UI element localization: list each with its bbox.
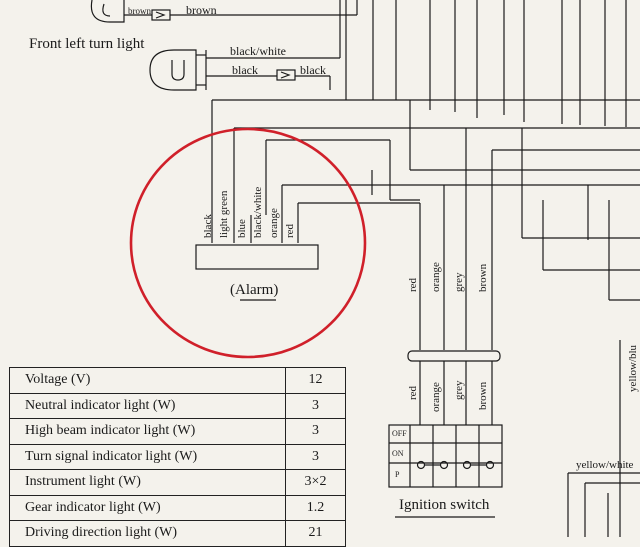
ignition-wire-label-lower: brown — [477, 381, 489, 410]
spec-name: Neutral indicator light (W) — [9, 392, 286, 419]
alarm-wire-label: orange — [268, 208, 280, 238]
alarm-wire-label: red — [284, 223, 296, 238]
black-white-label: black/white — [230, 44, 286, 58]
alarm-label: (Alarm) — [230, 282, 279, 298]
spec-value: 12 — [285, 367, 346, 394]
spec-row: Voltage (V)12 — [9, 367, 346, 394]
switch-position-p: P — [395, 470, 400, 479]
spec-value: 3×2 — [285, 469, 346, 496]
front-left-turn-light-label: Front left turn light — [29, 36, 145, 52]
front-left-bulb-icon — [149, 49, 207, 91]
spec-name: High beam indicator light (W) — [9, 418, 286, 445]
spec-value: 3 — [285, 443, 346, 470]
ignition-wire-label-lower: grey — [453, 380, 465, 400]
black-left-label: black — [232, 63, 258, 77]
highlight-circle — [129, 127, 367, 359]
spec-value: 3 — [285, 418, 346, 445]
ignition-switch-grid — [388, 424, 503, 518]
brown-small-label: brown — [128, 6, 151, 16]
spec-row: Driving direction light (W)21 — [9, 520, 346, 547]
alarm-wire-label: light green — [218, 190, 230, 238]
ignition-wire-label-lower: red — [407, 385, 419, 400]
spec-value: 1.2 — [285, 494, 346, 521]
spec-row: High beam indicator light (W)3 — [9, 418, 346, 445]
alarm-wire-label: blue — [236, 219, 248, 238]
spec-row: Instrument light (W)3×2 — [9, 469, 346, 496]
spec-name: Instrument light (W) — [9, 469, 286, 496]
ignition-wire-label-upper: grey — [453, 272, 465, 292]
alarm-module — [195, 244, 319, 270]
yellow-white-label: yellow/white — [576, 459, 634, 471]
switch-position-off: OFF — [392, 429, 407, 438]
alarm-wire-label: black — [202, 214, 214, 238]
ignition-wire-label-lower: orange — [430, 382, 442, 412]
spec-row: Neutral indicator light (W)3 — [9, 392, 346, 419]
yellow-blue-label: yellow/blu — [627, 344, 639, 392]
spec-name: Gear indicator light (W) — [9, 494, 286, 521]
alarm-wire-label: black/white — [252, 186, 264, 238]
spec-name: Turn signal indicator light (W) — [9, 443, 286, 470]
spec-row: Gear indicator light (W)1.2 — [9, 494, 346, 521]
spec-row: Turn signal indicator light (W)3 — [9, 443, 346, 470]
spec-name: Driving direction light (W) — [9, 520, 286, 547]
black-right-label: black — [300, 63, 326, 77]
ignition-switch-label: Ignition switch — [399, 497, 490, 513]
spec-value: 21 — [285, 520, 346, 547]
brown-right-label: brown — [186, 3, 217, 17]
top-bulb-icon — [90, 0, 125, 23]
spec-name: Voltage (V) — [9, 367, 286, 394]
ignition-wire-label-upper: orange — [430, 262, 442, 292]
spec-value: 3 — [285, 392, 346, 419]
ignition-wire-label-upper: red — [407, 277, 419, 292]
ignition-wire-label-upper: brown — [477, 263, 489, 292]
switch-position-on: ON — [392, 449, 404, 458]
